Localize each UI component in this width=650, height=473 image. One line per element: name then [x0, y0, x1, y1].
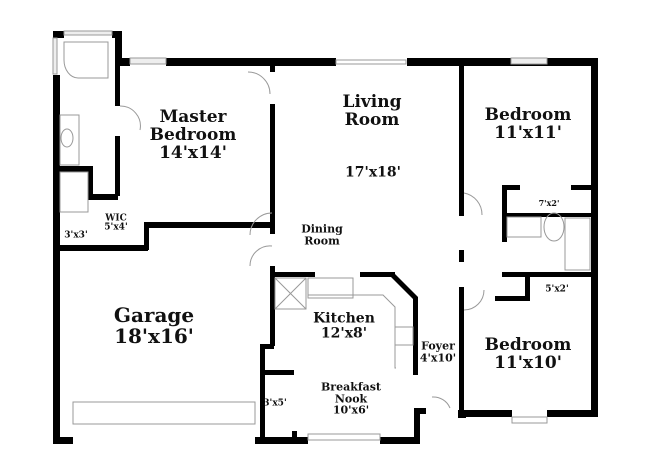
room-name: Garage — [113, 303, 195, 327]
room-name: Breakfast — [321, 380, 381, 394]
walls — [53, 31, 598, 444]
room-name: Foyer — [421, 339, 455, 353]
room-label-garage: Garage 18'x16' — [114, 305, 194, 347]
room-label-foyer: Foyer 4'x10' — [420, 340, 456, 363]
room-label-breakfast-nook: Breakfast Nook 10'x6' — [321, 382, 381, 417]
room-name: Nook — [334, 392, 368, 406]
room-label-closet-3x3: 3'x3' — [64, 230, 88, 241]
room-name: WIC — [105, 213, 127, 224]
room-dims: 4'x10' — [419, 351, 457, 364]
room-label-wic: WIC 5'x4' — [104, 213, 128, 234]
room-name: Bedroom — [149, 125, 237, 146]
room-dims-living-room: 17'x18' — [345, 164, 401, 181]
room-name: Room — [344, 110, 400, 130]
room-dims: 12'x8' — [320, 325, 368, 341]
room-label-dining-room: Dining Room — [301, 223, 343, 246]
room-label-closet-7x2: 7'x2' — [538, 197, 560, 208]
room-dims: 11'x11' — [494, 123, 562, 143]
room-name: Living — [342, 92, 402, 113]
room-dims: 18'x16' — [114, 324, 194, 348]
room-label-closet-5x2: 5'x2' — [545, 284, 569, 295]
room-dims: 5'x4' — [104, 223, 128, 233]
room-label-bedroom-2: Bedroom 11'x10' — [484, 335, 572, 373]
room-name: Dining — [301, 222, 343, 236]
room-label-master-bedroom: Master Bedroom 14'x14' — [149, 107, 237, 163]
room-name: Master — [159, 107, 227, 128]
room-label-bedroom-1: Bedroom 11'x11' — [484, 105, 572, 143]
room-dims: 11'x10' — [494, 353, 562, 373]
room-dims: 10'x6' — [332, 403, 370, 417]
room-label-kitchen: Kitchen 12'x8' — [313, 311, 375, 340]
room-name: Bedroom — [484, 105, 572, 126]
room-dims: 14'x14' — [159, 142, 227, 163]
room-label-living-room: Living Room — [342, 92, 402, 130]
room-name: Kitchen — [313, 310, 375, 327]
fixtures — [52, 30, 591, 441]
room-name: Bedroom — [484, 335, 572, 356]
room-name: Room — [304, 234, 340, 247]
room-label-closet-3x5: 3'x5' — [263, 398, 287, 409]
